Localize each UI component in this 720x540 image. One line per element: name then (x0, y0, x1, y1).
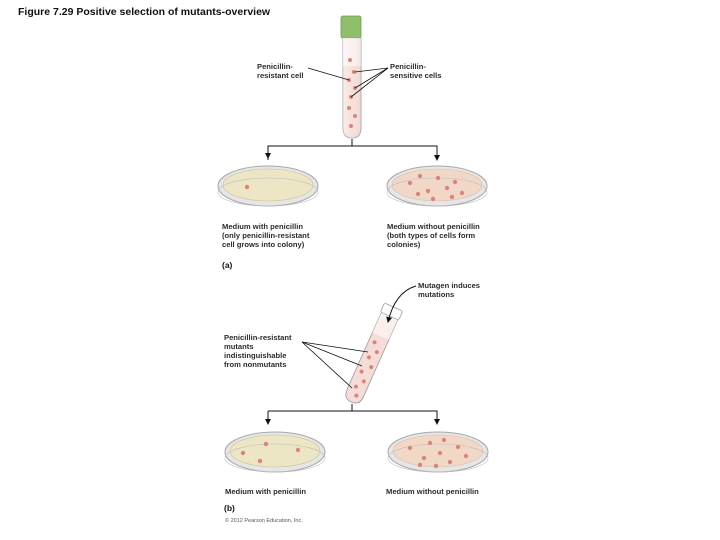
tube-cap-a (340, 15, 362, 39)
tube-cells-b (353, 340, 379, 398)
branch-arrows-b (265, 404, 440, 425)
petri-dish-b-plain (387, 431, 489, 473)
mutants-label: Penicillin-resistant mutants indistingui… (224, 333, 292, 369)
plate-a-right-caption: Medium without penicillin (both types of… (387, 222, 480, 249)
mutagen-arrow (386, 285, 417, 323)
figure-title: Figure 7.29 Positive selection of mutant… (18, 6, 271, 18)
branch-arrows-a (265, 139, 440, 161)
test-tube-a (340, 15, 362, 139)
resistant-cell-label: Penicillin- resistant cell (257, 62, 304, 80)
plate-b-right-caption: Medium without penicillin (386, 487, 479, 496)
petri-dish-a-penicillin (217, 165, 319, 207)
test-tube-b (345, 303, 403, 404)
pointer-lines-b (301, 341, 369, 389)
pointer-lines-a (307, 67, 389, 98)
petri-dish-a-plain (386, 165, 488, 207)
colonies-b-plain (407, 437, 469, 469)
copyright-notice: © 2012 Pearson Education, Inc. (225, 518, 303, 524)
plate-b-left-caption: Medium with penicillin (225, 487, 307, 496)
sensitive-cells-label: Penicillin- sensitive cells (390, 62, 442, 80)
panel-b-tag: (b) (224, 503, 235, 513)
colony (244, 184, 250, 190)
plate-a-left-caption: Medium with penicillin (only penicillin-… (222, 222, 310, 249)
panel-a-tag: (a) (222, 260, 233, 270)
mutagen-label: Mutagen induces mutations (418, 281, 481, 299)
colonies-a (407, 173, 465, 202)
petri-dish-b-penicillin (224, 431, 326, 473)
colonies-b-penicillin (240, 441, 301, 464)
